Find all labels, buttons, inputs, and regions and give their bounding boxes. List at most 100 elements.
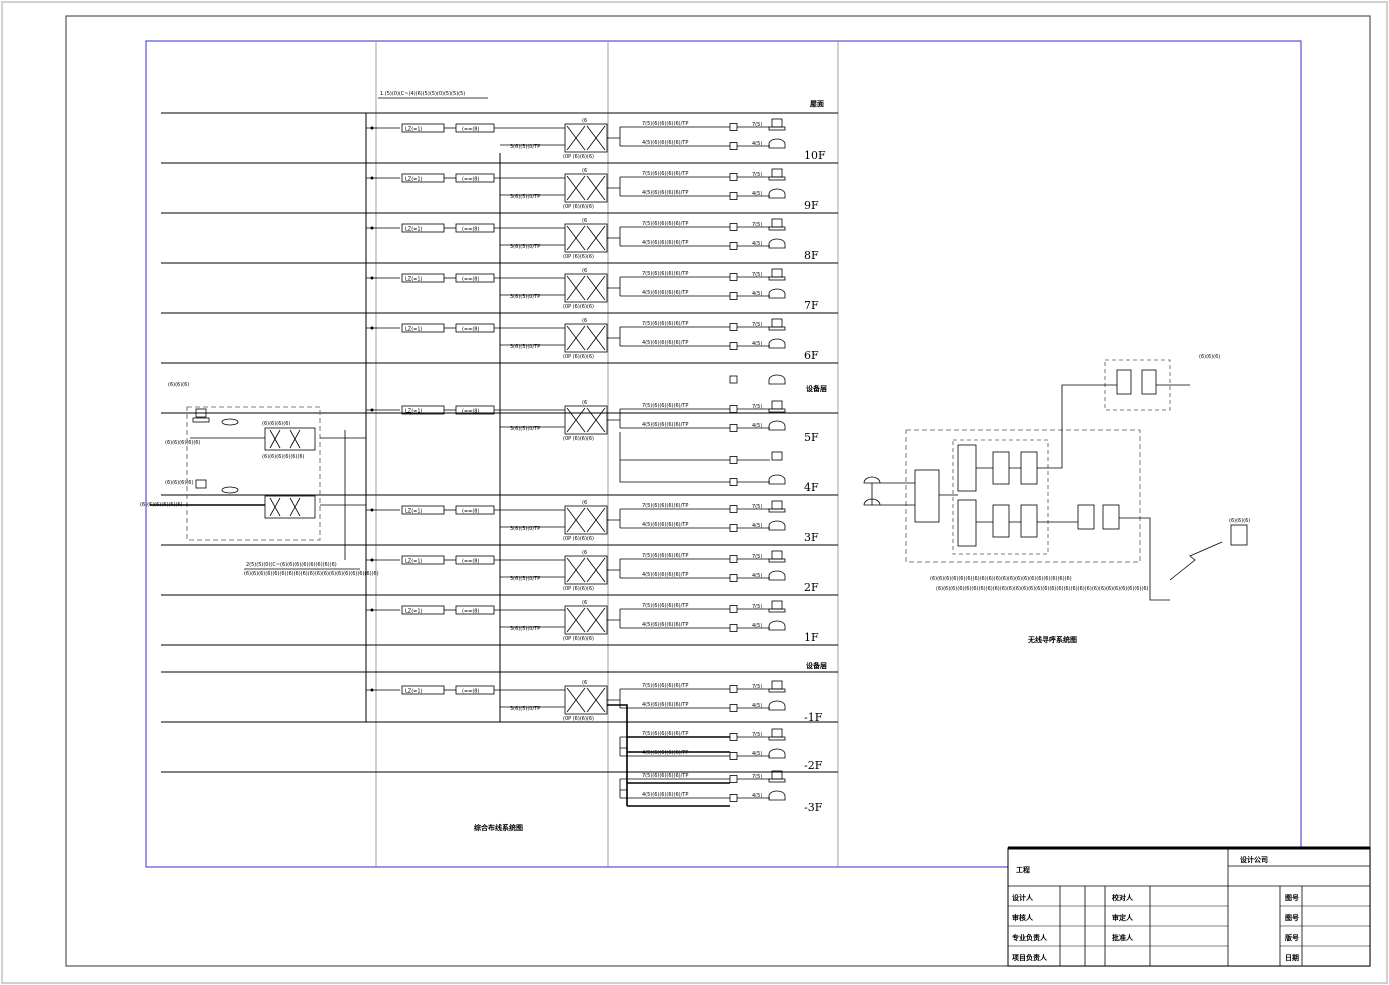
wireless-module	[1077, 504, 1095, 530]
switch-label-top: (6	[582, 168, 587, 174]
switch-cross	[566, 325, 606, 351]
section-label-mech-bottom: 设备层	[806, 661, 827, 670]
data-point-count: 7(5)	[752, 172, 762, 178]
outlet-cabling	[607, 326, 730, 347]
distribution-panel-label: LZ(=1)	[405, 127, 423, 133]
data-cable-label: 7(5)(6)(6)(6)(6)/TP	[642, 121, 688, 127]
computer-base	[768, 226, 786, 231]
panel-ref-label: (==(8)	[462, 177, 479, 183]
telephone-icon	[768, 790, 786, 801]
junction-dot	[370, 126, 374, 130]
junction-dot	[370, 176, 374, 180]
data-cable-label: 7(5)(6)(6)(6)(6)/TP	[642, 171, 688, 177]
outlet-cabling	[619, 432, 730, 483]
patch-cross	[269, 497, 301, 517]
floor-rows: LZ(=1) (==(8) 3(6)(5)(0/TP (6 (0P (6)(6)(6) 7…	[161, 112, 838, 814]
distribution-panel-label: LZ(=1)	[405, 609, 423, 615]
section-label-roof: 屋面	[810, 99, 824, 108]
data-point-count: 7(5)	[752, 404, 762, 410]
computer-base	[768, 276, 786, 281]
computer-base	[768, 326, 786, 331]
switch-label-top: (6	[582, 218, 587, 224]
data-point-count: 7(5)	[752, 684, 762, 690]
voice-point-count: 4(5)	[752, 751, 762, 757]
data-cable-label: 7(5)(6)(6)(6)(6)/TP	[642, 773, 688, 779]
voice-point-count: 4(5)	[752, 623, 762, 629]
panel-ref-label: (==(8)	[462, 409, 479, 415]
data-point-count: 7(5)	[752, 604, 762, 610]
section-label-mech-top: 设备层	[806, 384, 827, 393]
voice-point-count: 4(5)	[752, 291, 762, 297]
junction-dot	[370, 226, 374, 230]
title-block-cell: 日期	[1285, 953, 1299, 962]
voice-point-count: 4(5)	[752, 191, 762, 197]
wireless-module	[1020, 504, 1038, 538]
switch-cross	[566, 687, 606, 713]
panel-ref-label: (==(8)	[462, 127, 479, 133]
voice-cable-label: 4(5)(6)(6)(6)(6)/TP	[642, 702, 688, 708]
data-point-count: 7(5)	[752, 774, 762, 780]
data-point-count: 7(5)	[752, 272, 762, 278]
switch-label-top: (6	[582, 268, 587, 274]
floor-label: 5F	[804, 431, 819, 444]
voice-point-count: 4(5)	[752, 341, 762, 347]
voice-point-count: 4(5)	[752, 241, 762, 247]
switch-label-top: (6	[582, 680, 587, 686]
wireless-module	[914, 469, 940, 523]
floor-label: -2F	[804, 759, 823, 772]
title-block-company: 设计公司	[1240, 855, 1268, 864]
switch-label-bottom: (0P (6)(6)(6)	[563, 304, 594, 310]
wireless-diagram-title: 无线寻呼系统图	[1027, 635, 1077, 644]
server-note: (6)(6)(6)(6)(6)(6)(6)(6)(6)(6)(6)(6)(6)(…	[244, 571, 379, 577]
panel-ref-label: (==(8)	[462, 227, 479, 233]
switch-label-top: (6	[582, 400, 587, 406]
floor-label: 6F	[804, 349, 819, 362]
title-block-cell: 专业负责人	[1012, 933, 1048, 942]
printer-icon	[221, 486, 239, 494]
computer-icon	[195, 408, 207, 418]
switch-cross	[566, 407, 606, 433]
trunk-cable-label: 3(6)(5)(0/TP	[510, 576, 540, 582]
switch-cross	[566, 125, 606, 151]
server-label: (6)(6)(6)(6)	[165, 480, 193, 486]
floor-label: 2F	[804, 581, 819, 594]
voice-cable-label: 4(5)(6)(6)(6)(6)/TP	[642, 750, 688, 756]
title-block-cell: 图号	[1285, 913, 1299, 922]
wireless-label: (6)(6)(6)	[1199, 354, 1220, 360]
computer-icon	[771, 451, 783, 461]
switch-label-bottom: (0P (6)(6)(6)	[563, 154, 594, 160]
voice-cable-label: 4(5)(6)(6)(6)(6)/TP	[642, 140, 688, 146]
header-cable-label: 1.(5)(0)(C~(4)(6)(5)(5)(0)(5)(5)(5)	[380, 91, 465, 97]
floor-label: -1F	[804, 711, 823, 724]
voice-point-count: 4(5)	[752, 523, 762, 529]
data-cable-label: 7(5)(6)(6)(6)(6)/TP	[642, 221, 688, 227]
data-point-count: 7(5)	[752, 554, 762, 560]
wireless-module	[1141, 369, 1157, 395]
distribution-panel-label: LZ(=1)	[405, 227, 423, 233]
floor-label: 1F	[804, 631, 819, 644]
data-cable-label: 7(5)(6)(6)(6)(6)/TP	[642, 731, 688, 737]
data-cable-label: 7(5)(6)(6)(6)(6)/TP	[642, 271, 688, 277]
computer-base	[768, 126, 786, 131]
title-block-cell: 审定人	[1112, 913, 1134, 922]
wireless-paging-system: (6)(6)(6) (6)(6)(6) (6)(6)(6)(6)(6)(6)(6…	[863, 354, 1250, 644]
drawing-frame	[65, 15, 1371, 967]
switch-cross	[566, 557, 606, 583]
junction-dot	[370, 408, 374, 412]
floor-label: 9F	[804, 199, 819, 212]
junction-dot	[370, 558, 374, 562]
telephone-icon	[768, 188, 786, 199]
telephone-icon	[768, 748, 786, 759]
trunk-cable-label: 3(6)(5)(0/TP	[510, 526, 540, 532]
trunk-cable-label: 3(6)(5)(0/TP	[510, 244, 540, 250]
computer-base	[768, 736, 786, 741]
switch-cross	[566, 507, 606, 533]
telephone-icon	[768, 570, 786, 581]
server-cable-label: 2(5)(5)(0)(C~(6)(6)(6)(6)(6)(6)(6)(6)	[246, 562, 337, 568]
voice-cable-label: 4(5)(6)(6)(6)(6)/TP	[642, 422, 688, 428]
switch-label-top: (6	[582, 118, 587, 124]
trunk-cable-label: 3(6)(5)(0/TP	[510, 194, 540, 200]
radio-wave-icon	[1169, 541, 1223, 581]
